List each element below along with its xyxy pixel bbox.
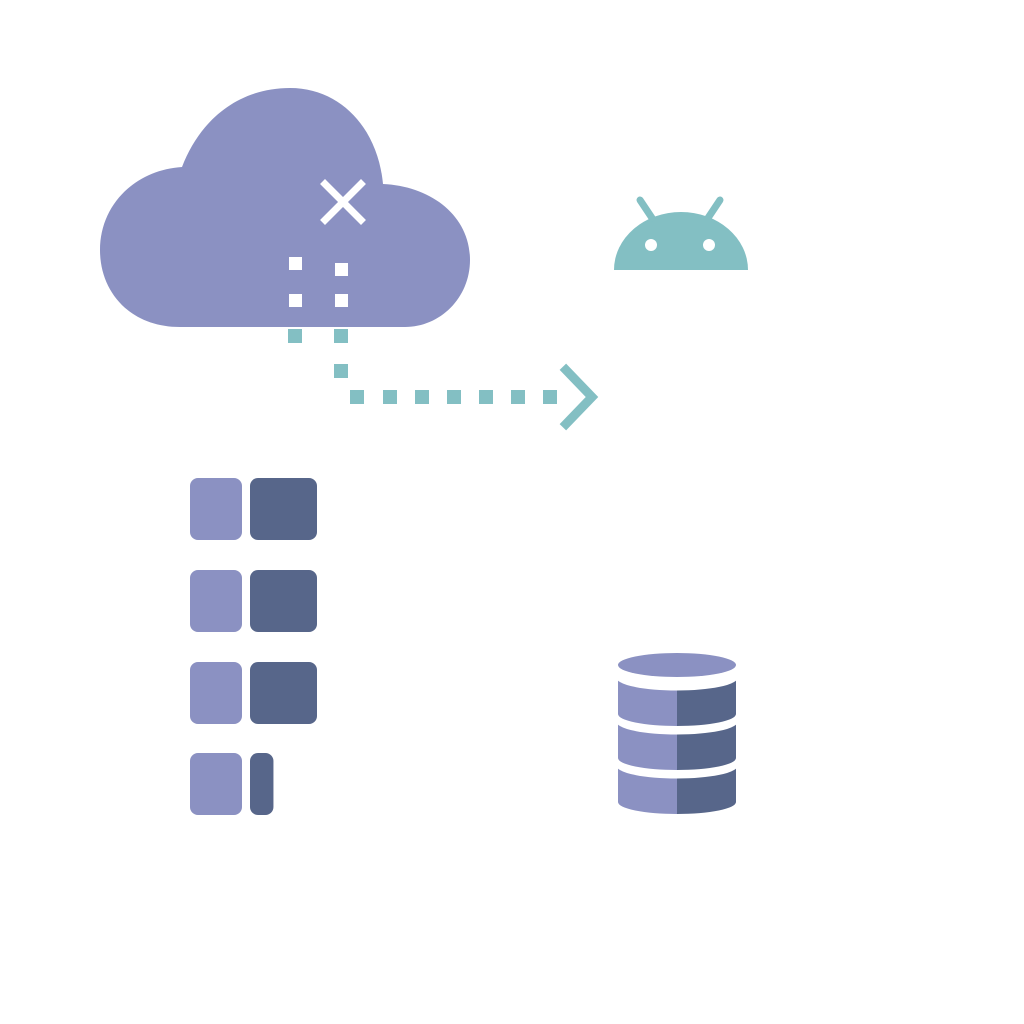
connector-dot	[288, 329, 302, 343]
storage-block-right	[250, 753, 274, 815]
storage-block-left	[190, 753, 242, 815]
storage-block-left	[190, 662, 242, 724]
connector-dot	[334, 364, 348, 378]
database-top	[618, 653, 736, 677]
android-eye	[645, 239, 657, 251]
connector-dot	[479, 390, 493, 404]
connector-dot	[334, 329, 348, 343]
close-icon	[320, 179, 366, 225]
database-icon	[615, 653, 739, 814]
storage-row	[190, 662, 317, 724]
arrow-head-icon	[559, 363, 599, 431]
connector-dot	[383, 390, 397, 404]
android-eye	[703, 239, 715, 251]
cloud-grid-dots	[289, 257, 348, 307]
grid-dot	[289, 294, 302, 307]
connector-dot	[543, 390, 557, 404]
cloud-icon	[100, 88, 470, 327]
storage-row	[190, 570, 317, 632]
connector-dot	[415, 390, 429, 404]
dotted-arrow	[288, 329, 599, 431]
grid-dot	[289, 257, 302, 270]
storage-block-right	[250, 570, 317, 632]
storage-block-left	[190, 570, 242, 632]
storage-block-right	[250, 662, 317, 724]
database-disk	[615, 719, 739, 770]
storage-row	[190, 753, 274, 815]
database-separator	[615, 763, 739, 779]
storage-block-right	[250, 478, 317, 540]
android-antenna	[636, 196, 656, 222]
connector-dot	[350, 390, 364, 404]
android-head	[614, 212, 748, 270]
database-separator	[615, 719, 739, 735]
storage-blocks-icon	[190, 478, 317, 815]
storage-block-left	[190, 478, 242, 540]
database-disk	[615, 763, 739, 814]
android-antenna	[704, 196, 724, 222]
storage-row	[190, 478, 317, 540]
database-separator	[615, 675, 739, 691]
database-disk	[615, 675, 739, 726]
connector-dot	[447, 390, 461, 404]
grid-dot	[335, 294, 348, 307]
grid-dot	[335, 263, 348, 276]
cloud-shape	[100, 88, 470, 327]
connector-dot	[511, 390, 525, 404]
android-icon	[614, 196, 748, 270]
